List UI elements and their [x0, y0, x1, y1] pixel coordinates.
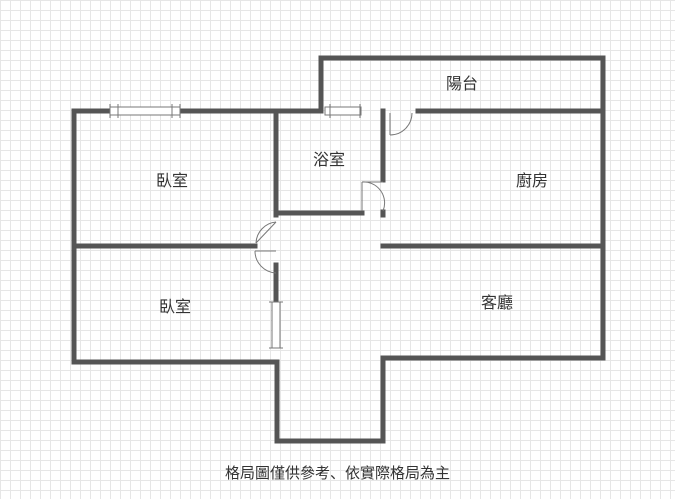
room-label-balcony: 陽台 — [446, 74, 478, 93]
door-bedroom-bottom — [254, 250, 277, 274]
room-label-bedroom-top: 臥室 — [156, 171, 188, 190]
door-bedroom-top — [255, 221, 277, 244]
door-bathroom — [361, 181, 386, 212]
window-balcony — [324, 104, 362, 118]
room-label-living-room: 客廳 — [481, 293, 513, 312]
interior-walls — [71, 108, 606, 305]
window-top-left — [109, 104, 181, 118]
room-label-bedroom-bottom: 臥室 — [159, 297, 191, 316]
disclaimer-caption: 格局圖僅供參考、依實際格局為主 — [224, 464, 450, 482]
room-label-bathroom: 浴室 — [313, 150, 345, 169]
outer-walls — [71, 55, 606, 444]
room-label-kitchen: 廚房 — [516, 171, 548, 190]
window-bedroom-side — [269, 301, 283, 349]
door-kitchen — [389, 112, 413, 136]
